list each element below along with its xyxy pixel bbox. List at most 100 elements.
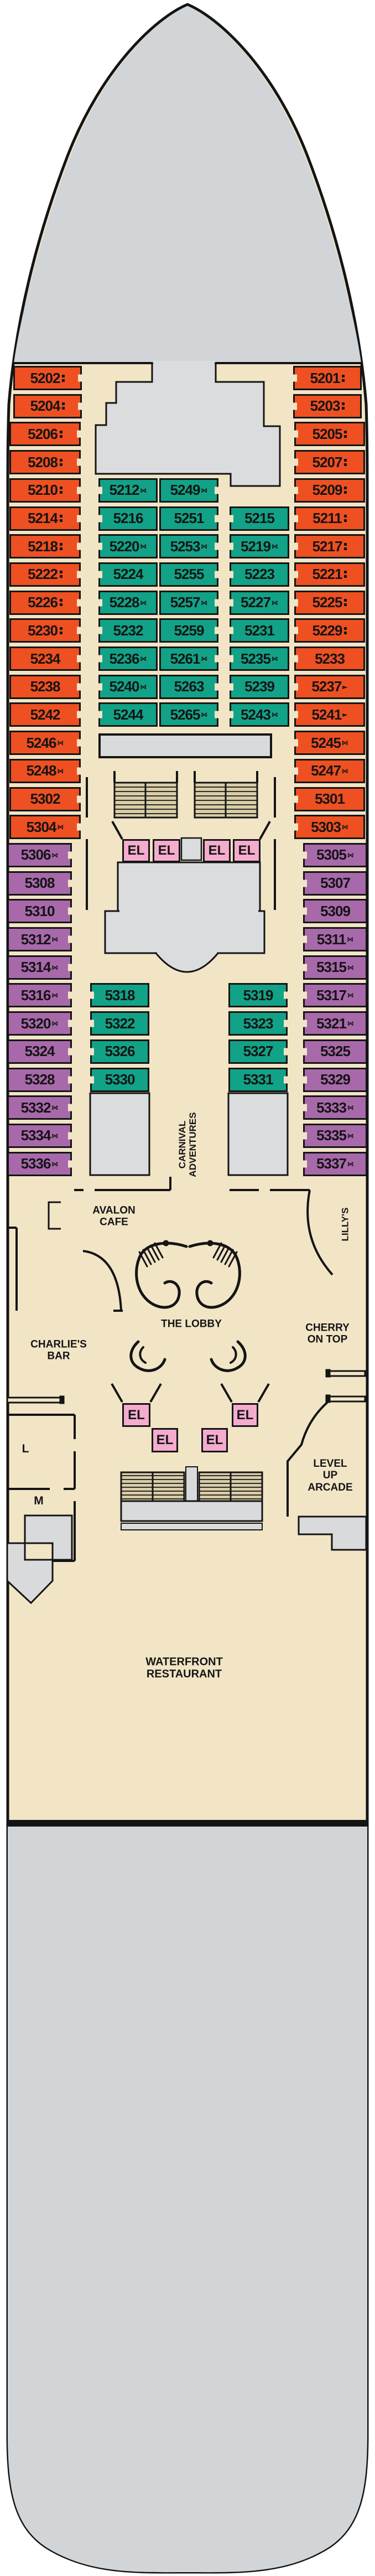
cabin-5228[interactable]: 5228⋈ bbox=[98, 590, 158, 615]
cabin-5311[interactable]: 5311⋈ bbox=[303, 927, 367, 951]
cabin-5225[interactable]: 5225 bbox=[294, 590, 365, 615]
cabin-5308[interactable]: 5308 bbox=[7, 871, 72, 896]
cabin-5227[interactable]: 5227⋈ bbox=[230, 590, 289, 615]
cabin-5240[interactable]: 5240⋈ bbox=[98, 674, 158, 699]
cabin-5259[interactable]: 5259 bbox=[159, 618, 218, 643]
elevator-box[interactable]: EL bbox=[203, 839, 231, 862]
cabin-5236[interactable]: 5236⋈ bbox=[98, 646, 158, 671]
cabin-5315[interactable]: 5315⋈ bbox=[303, 955, 367, 980]
cabin-5242[interactable]: 5242 bbox=[9, 702, 81, 727]
cabin-5241[interactable]: 5241► bbox=[294, 702, 365, 727]
cabin-5333[interactable]: 5333⋈ bbox=[303, 1095, 367, 1120]
cabin-5205[interactable]: 5205 bbox=[294, 422, 365, 447]
cabin-5246[interactable]: 5246⋈ bbox=[9, 731, 81, 756]
elevator-box[interactable]: EL bbox=[153, 839, 180, 862]
cabin-5312[interactable]: 5312⋈ bbox=[7, 927, 72, 951]
cabin-5251[interactable]: 5251 bbox=[159, 506, 218, 531]
cabin-5314[interactable]: 5314⋈ bbox=[7, 955, 72, 980]
cabin-5212[interactable]: 5212⋈ bbox=[98, 478, 158, 503]
cabin-5321[interactable]: 5321⋈ bbox=[303, 1011, 367, 1036]
cabin-5265[interactable]: 5265⋈ bbox=[159, 702, 218, 727]
cabin-5204[interactable]: 5204 bbox=[13, 394, 82, 418]
elevator-box[interactable]: EL bbox=[122, 1403, 150, 1427]
cabin-5229[interactable]: 5229 bbox=[294, 618, 365, 643]
cabin-5320[interactable]: 5320⋈ bbox=[7, 1011, 72, 1036]
cabin-5263[interactable]: 5263 bbox=[159, 674, 218, 699]
elevator-box[interactable]: EL bbox=[232, 1403, 258, 1427]
cabin-5231[interactable]: 5231 bbox=[230, 618, 289, 643]
cabin-5220[interactable]: 5220⋈ bbox=[98, 534, 158, 559]
cabin-5235[interactable]: 5235⋈ bbox=[230, 646, 289, 671]
cabin-5208[interactable]: 5208 bbox=[9, 450, 81, 475]
cabin-5326[interactable]: 5326 bbox=[90, 1039, 149, 1064]
cabin-5201[interactable]: 5201 bbox=[293, 366, 362, 390]
elevator-box[interactable]: EL bbox=[122, 839, 150, 862]
cabin-5261[interactable]: 5261⋈ bbox=[159, 646, 218, 671]
cabin-5230[interactable]: 5230 bbox=[9, 618, 81, 643]
cabin-5217[interactable]: 5217 bbox=[294, 534, 365, 559]
cabin-5322[interactable]: 5322 bbox=[90, 1011, 149, 1036]
cabin-5328[interactable]: 5328 bbox=[7, 1067, 72, 1092]
cabin-5337[interactable]: 5337⋈ bbox=[303, 1151, 367, 1176]
cabin-5306[interactable]: 5306⋈ bbox=[7, 842, 72, 867]
cabin-5334[interactable]: 5334⋈ bbox=[7, 1123, 72, 1148]
cabin-5247[interactable]: 5247⋈ bbox=[294, 758, 365, 783]
cabin-5210[interactable]: 5210 bbox=[9, 478, 81, 503]
cabin-5238[interactable]: 5238 bbox=[9, 674, 81, 699]
cabin-5248[interactable]: 5248⋈ bbox=[9, 758, 81, 783]
cabin-5324[interactable]: 5324 bbox=[7, 1039, 72, 1064]
cabin-5310[interactable]: 5310 bbox=[7, 899, 72, 924]
cabin-5253[interactable]: 5253⋈ bbox=[159, 534, 218, 559]
cabin-5327[interactable]: 5327 bbox=[228, 1039, 288, 1064]
cabin-5257[interactable]: 5257⋈ bbox=[159, 590, 218, 615]
cabin-5209[interactable]: 5209 bbox=[294, 478, 365, 503]
elevator-box[interactable]: EL bbox=[201, 1428, 228, 1452]
cabin-5234[interactable]: 5234 bbox=[9, 646, 81, 671]
cabin-5221[interactable]: 5221 bbox=[294, 562, 365, 587]
cabin-5233[interactable]: 5233 bbox=[294, 646, 365, 671]
cabin-5237[interactable]: 5237► bbox=[294, 674, 365, 699]
cabin-5309[interactable]: 5309 bbox=[303, 899, 367, 924]
cabin-5335[interactable]: 5335⋈ bbox=[303, 1123, 367, 1148]
cabin-5317[interactable]: 5317⋈ bbox=[303, 983, 367, 1008]
cabin-5304[interactable]: 5304⋈ bbox=[9, 815, 81, 840]
cabin-5307[interactable]: 5307 bbox=[303, 871, 367, 896]
cabin-5323[interactable]: 5323 bbox=[228, 1011, 288, 1036]
cabin-5211[interactable]: 5211 bbox=[294, 506, 365, 531]
cabin-5245[interactable]: 5245⋈ bbox=[294, 731, 365, 756]
cabin-5226[interactable]: 5226 bbox=[9, 590, 81, 615]
cabin-5216[interactable]: 5216 bbox=[98, 506, 158, 531]
cabin-5239[interactable]: 5239 bbox=[230, 674, 289, 699]
cabin-5316[interactable]: 5316⋈ bbox=[7, 983, 72, 1008]
cabin-5249[interactable]: 5249⋈ bbox=[159, 478, 218, 503]
cabin-5318[interactable]: 5318 bbox=[90, 983, 149, 1008]
elevator-box[interactable]: EL bbox=[152, 1428, 178, 1452]
cabin-5319[interactable]: 5319 bbox=[228, 983, 288, 1008]
cabin-5203[interactable]: 5203 bbox=[293, 394, 362, 418]
cabin-5243[interactable]: 5243⋈ bbox=[230, 702, 289, 727]
cabin-5305[interactable]: 5305⋈ bbox=[303, 842, 367, 867]
cabin-5206[interactable]: 5206 bbox=[9, 422, 81, 447]
cabin-5302[interactable]: 5302 bbox=[9, 787, 81, 811]
cabin-5303[interactable]: 5303⋈ bbox=[294, 815, 365, 840]
cabin-5331[interactable]: 5331 bbox=[228, 1067, 288, 1092]
cabin-5332[interactable]: 5332⋈ bbox=[7, 1095, 72, 1120]
cabin-5223[interactable]: 5223 bbox=[230, 562, 289, 587]
cabin-5329[interactable]: 5329 bbox=[303, 1067, 367, 1092]
cabin-5325[interactable]: 5325 bbox=[303, 1039, 367, 1064]
cabin-5219[interactable]: 5219⋈ bbox=[230, 534, 289, 559]
elevator-box[interactable]: EL bbox=[233, 839, 261, 862]
cabin-5222[interactable]: 5222 bbox=[9, 562, 81, 587]
cabin-5301[interactable]: 5301 bbox=[294, 787, 365, 811]
cabin-5232[interactable]: 5232 bbox=[98, 618, 158, 643]
cabin-5330[interactable]: 5330 bbox=[90, 1067, 149, 1092]
cabin-5255[interactable]: 5255 bbox=[159, 562, 218, 587]
cabin-5215[interactable]: 5215 bbox=[230, 506, 289, 531]
cabin-5218[interactable]: 5218 bbox=[9, 534, 81, 559]
cabin-5214[interactable]: 5214 bbox=[9, 506, 81, 531]
cabin-5224[interactable]: 5224 bbox=[98, 562, 158, 587]
cabin-5336[interactable]: 5336⋈ bbox=[7, 1151, 72, 1176]
cabin-5244[interactable]: 5244 bbox=[98, 702, 158, 727]
cabin-5202[interactable]: 5202 bbox=[13, 366, 82, 390]
cabin-5207[interactable]: 5207 bbox=[294, 450, 365, 475]
